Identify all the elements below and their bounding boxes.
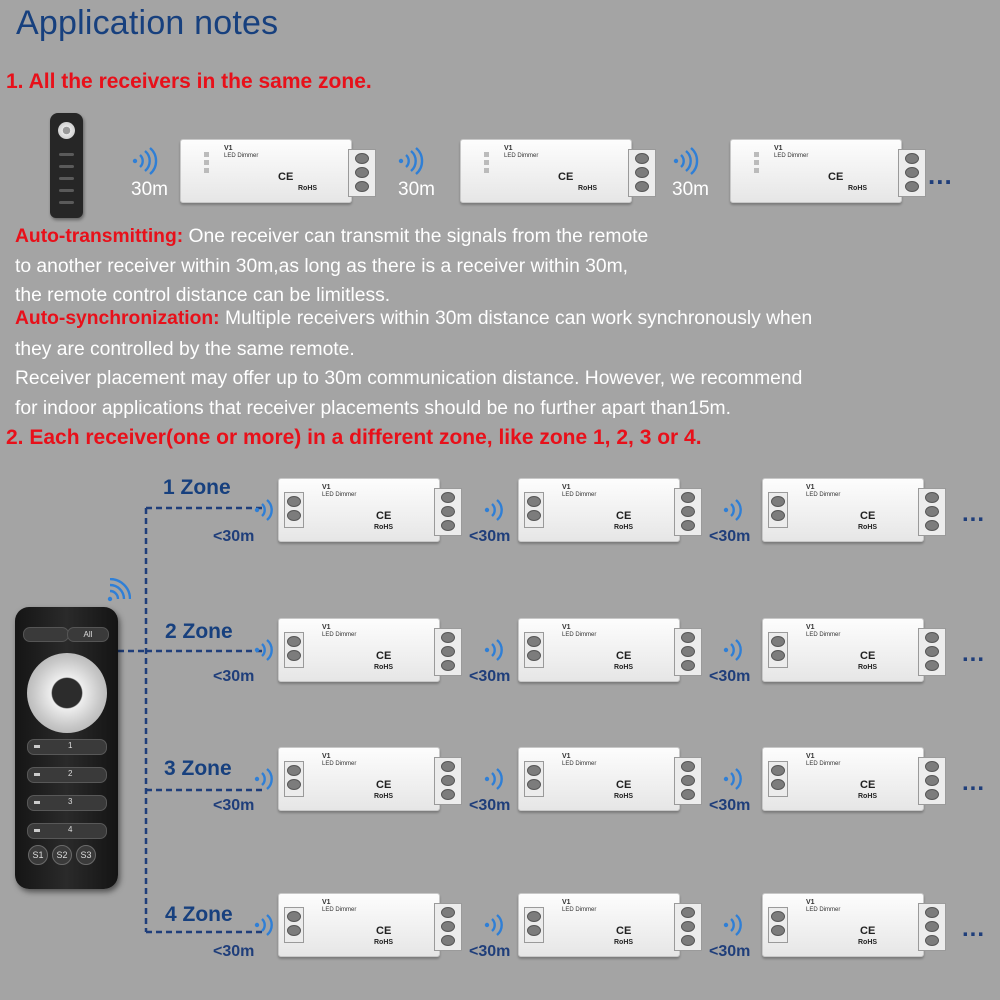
distance-label: <30m [709,528,751,545]
remote-wheel-icon [27,653,107,733]
distance-label: <30m [469,943,511,960]
zone-label: 4 Zone [165,903,233,926]
signal-icon [398,147,424,175]
zone-label: 1 Zone [163,476,231,499]
distance-label: 30m [131,179,168,200]
distance-label: <30m [469,668,511,685]
distance-label: 30m [672,179,709,200]
signal-icon [723,499,742,521]
distance-label: 30m [398,179,435,200]
signal-icon [484,639,503,661]
paragraph-line: to another receiver within 30m,as long a… [15,256,629,277]
section1-heading: 1. All the receivers in the same zone. [6,70,372,93]
distance-label: <30m [213,797,255,814]
signal-icon [673,147,699,175]
paragraph-line: Auto-synchronization: Multiple receivers… [15,308,813,329]
signal-icon [484,499,503,521]
signal-icon [254,914,273,936]
big-remote: All 1 2 3 4 S1 S2 S3 [15,607,118,889]
zone-label: 3 Zone [164,757,232,780]
distance-label: <30m [213,943,255,960]
remote-wheel-icon [58,122,75,139]
distance-label: <30m [213,528,255,545]
paragraph-line: the remote control distance can be limit… [15,285,391,306]
continuation-dots: ... [962,769,986,796]
continuation-dots: ... [962,640,986,667]
all-button: All [67,627,109,642]
paragraph-line: Receiver placement may offer up to 30m c… [15,368,803,389]
paragraph-line: they are controlled by the same remote. [15,339,355,360]
signal-icon [254,768,273,790]
section2-heading: 2. Each receiver(one or more) in a diffe… [6,426,702,449]
signal-icon [254,639,273,661]
signal-icon [723,768,742,790]
distance-label: <30m [709,797,751,814]
distance-label: <30m [213,668,255,685]
page-title: Application notes [16,4,279,42]
paragraph-line: for indoor applications that receiver pl… [15,398,731,419]
continuation-dots: ... [962,915,986,942]
distance-label: <30m [709,668,751,685]
zone-label: 2 Zone [165,620,233,643]
signal-icon [484,914,503,936]
small-remote [50,113,83,218]
signal-icon [132,147,158,175]
signal-icon [723,639,742,661]
signal-icon [107,578,131,602]
continuation-dots: ... [962,500,986,527]
continuation-dots: ... [928,160,953,190]
paragraph-line: Auto-transmitting: One receiver can tran… [15,226,649,247]
signal-icon [254,499,273,521]
signal-icon [484,768,503,790]
signal-icon [723,914,742,936]
distance-label: <30m [469,528,511,545]
distance-label: <30m [469,797,511,814]
distance-label: <30m [709,943,751,960]
